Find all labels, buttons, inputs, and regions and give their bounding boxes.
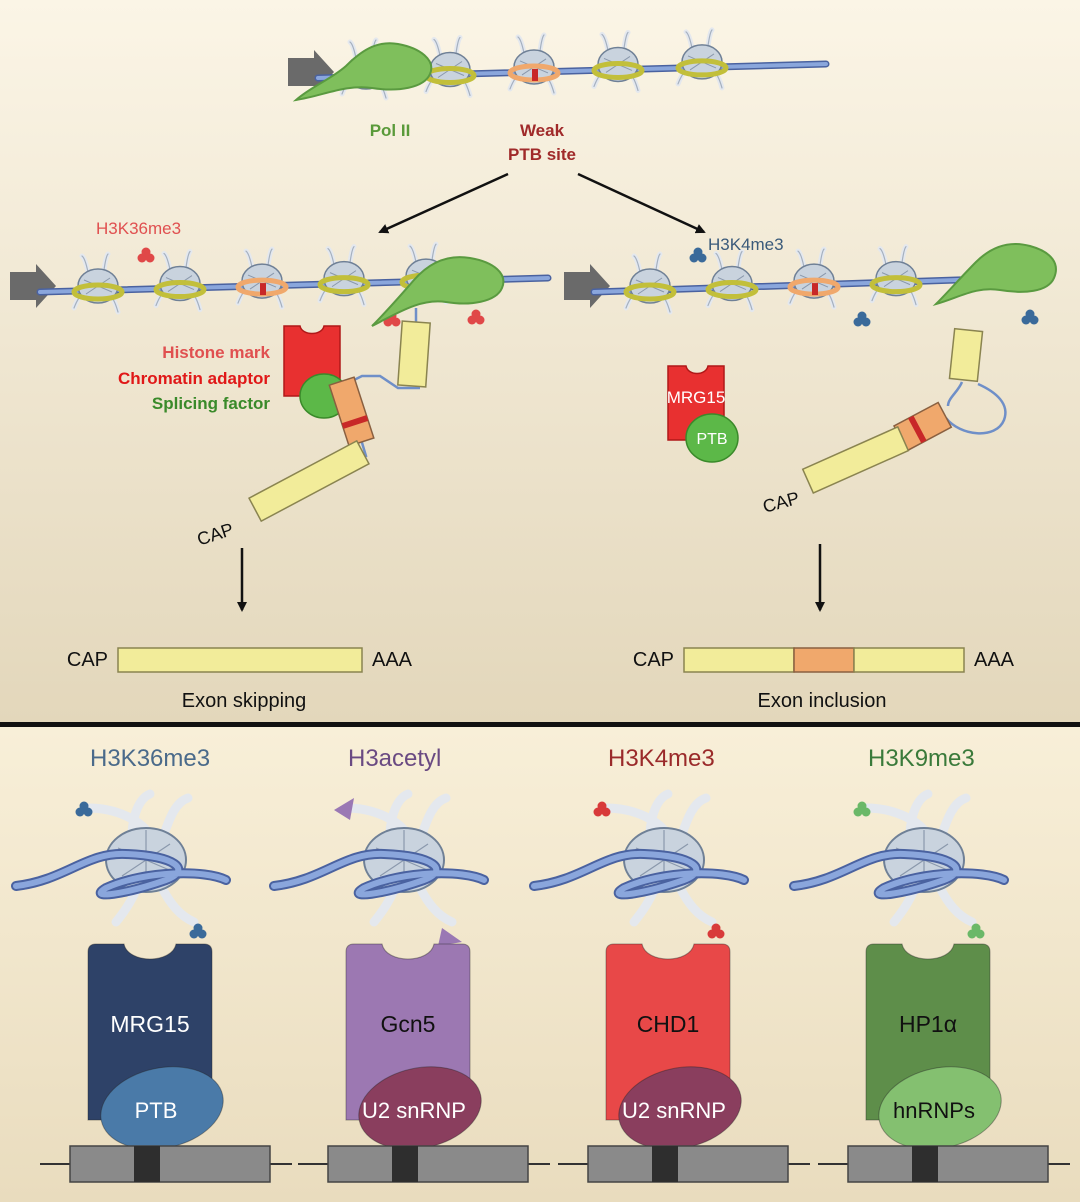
chrom-left-nucleosome-1	[71, 251, 125, 315]
chrom-left-weak-ptb-site	[260, 283, 266, 296]
mrna-skipping-exon	[117, 647, 363, 673]
chrom-right-promoter-arrow	[564, 264, 610, 308]
h3k36me3-label-left: H3K36me3	[96, 219, 181, 238]
top-panel-background	[0, 0, 1080, 722]
gene-exons-4	[847, 1145, 1049, 1183]
chrom-right-weak-ptb-site	[812, 283, 818, 296]
adaptor-label-2: Gcn5	[381, 1011, 436, 1037]
ptb-free	[685, 413, 739, 463]
arrow-to-skipping	[378, 172, 509, 234]
mark-tip-top-2	[334, 798, 354, 820]
chromatin-adaptor-label: Chromatin adaptor	[118, 369, 270, 388]
h3k4me3-mark-2	[1021, 309, 1039, 325]
alt-exon-2	[392, 1146, 418, 1182]
gene-exons-1	[69, 1145, 271, 1183]
chromatin-right	[564, 244, 1039, 327]
aaa-label-skipping: AAA	[372, 649, 413, 671]
exon-yellow-right-top	[948, 327, 984, 383]
pol2-shape-top	[292, 42, 433, 102]
chrom-right-nucleosome-2	[705, 249, 759, 313]
aaa-label-inclusion: AAA	[974, 649, 1015, 671]
h3k36me3-mark-top	[137, 247, 155, 263]
mark-title-2: H3acetyl	[348, 745, 441, 772]
mark-title-4: H3K9me3	[868, 745, 975, 772]
alt-exon-4	[912, 1146, 938, 1182]
adaptor-label-1: MRG15	[110, 1011, 189, 1037]
chrom-top-nucleosome-2	[423, 34, 477, 98]
chrom-top-nucleosome-3	[507, 32, 561, 96]
h3k4me3-label-right: H3K4me3	[708, 235, 784, 254]
factor-label-1: PTB	[135, 1098, 178, 1123]
chrom-right-nucleosome-4	[869, 244, 923, 308]
mark-tip-top-3	[593, 801, 611, 817]
chrom-left-promoter-arrow	[10, 264, 56, 308]
cap-label-inclusion: CAP	[633, 649, 674, 671]
panel-divider	[0, 722, 1080, 727]
mrna-inclusion-alt-exon	[793, 647, 855, 673]
mark-tip-bottom-1	[189, 923, 207, 939]
h3k4me3-mark-top	[689, 247, 707, 263]
factor-label-2: U2 snRNP	[362, 1098, 466, 1123]
arrow-to-inclusion	[577, 172, 706, 234]
weak-ptb-site-label-line2: PTB site	[508, 145, 576, 164]
mrna-inclusion-exon2	[853, 647, 965, 673]
alt-exon-3	[652, 1146, 678, 1182]
mark-tip-top-4	[853, 801, 871, 817]
alt-exon-1	[134, 1146, 160, 1182]
splicing-factor-label: Splicing factor	[152, 394, 270, 413]
gene-exons-3	[587, 1145, 789, 1183]
factor-label-4: hnRNPs	[893, 1098, 975, 1123]
weak-ptb-site-label-line1: Weak	[520, 121, 565, 140]
exon-orange-right	[892, 401, 953, 452]
chrom-top-weak-ptb-site	[532, 68, 538, 81]
mark-title-3: H3K4me3	[608, 745, 715, 772]
intron-loop-right	[945, 381, 1007, 435]
h3k36me3-mark-2	[467, 309, 485, 325]
pol2-label: Pol II	[370, 121, 411, 140]
pol2-shape-left	[371, 256, 505, 327]
adaptor-label-4: HP1α	[899, 1011, 957, 1037]
mark-tip-bottom-4	[967, 923, 985, 939]
chrom-top-nucleosome-5	[675, 27, 729, 91]
mark-title-1: H3K36me3	[90, 745, 210, 772]
ptb-free-label: PTB	[696, 431, 727, 448]
adaptor-label-3: CHD1	[637, 1011, 700, 1037]
exon-inclusion-label: Exon inclusion	[758, 690, 887, 712]
h3k4me3-mark-1	[853, 311, 871, 327]
chrom-right-nucleosome-3	[787, 246, 841, 310]
exon-orange-left	[328, 376, 375, 447]
exon-yellow-right-bottom	[801, 425, 910, 494]
chrom-left-nucleosome-2	[153, 249, 207, 313]
exon-yellow-left-top	[397, 320, 431, 388]
chrom-left-nucleosome-4	[317, 244, 371, 308]
histone-mark-label: Histone mark	[162, 343, 270, 362]
exon-skipping-label: Exon skipping	[182, 690, 307, 712]
cap-label-skipping: CAP	[67, 649, 108, 671]
mark-tip-bottom-2	[438, 928, 462, 946]
exon-yellow-left-bottom	[248, 439, 370, 523]
pol2-shape-right	[932, 243, 1057, 306]
mark-tip-top-1	[75, 801, 93, 817]
gene-exons-2	[327, 1145, 529, 1183]
mark-tip-bottom-3	[707, 923, 725, 939]
factor-label-3: U2 snRNP	[622, 1098, 726, 1123]
chrom-right-nucleosome-1	[623, 251, 677, 315]
chrom-top-nucleosome-4	[591, 29, 645, 93]
mrna-inclusion-exon1	[683, 647, 795, 673]
mrg15-free-label: MRG15	[667, 388, 726, 407]
